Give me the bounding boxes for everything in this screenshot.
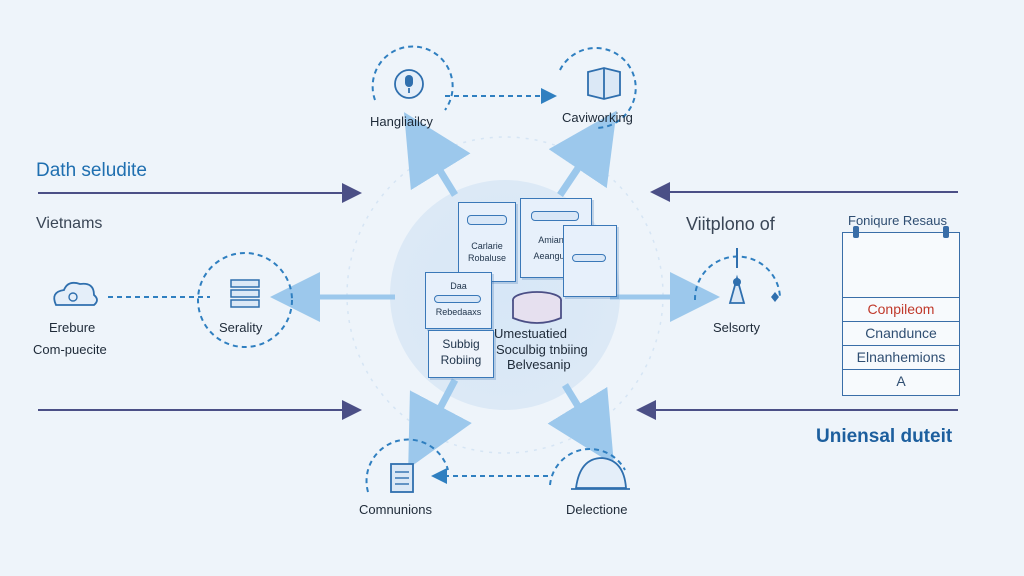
arrow-hub-top-right	[548, 110, 617, 197]
server-icon	[390, 463, 414, 493]
microphone-icon	[394, 69, 424, 99]
card-4-line-2: Robiing	[440, 353, 482, 367]
card-2-line-2: Aeangulaie	[533, 251, 579, 261]
panel-title: Foniqure Resaus	[848, 213, 947, 228]
arrow-hub-top-left	[403, 112, 471, 197]
center-caption-1: Umestuatied	[494, 326, 567, 341]
panel-row-4: A	[843, 369, 959, 392]
ring-top-left	[371, 45, 454, 111]
card-1-line-1: Carlarie	[471, 241, 503, 251]
panel-row-2: Cnandunce	[843, 321, 959, 344]
ring-middle-left	[197, 252, 293, 348]
tower-icon	[728, 248, 746, 304]
ring-bottom-left	[365, 438, 449, 493]
left-subheading: Vietnams	[36, 215, 103, 232]
center-card-1: Carlarie Robaluse	[458, 202, 516, 282]
sparkle-icon	[771, 292, 779, 302]
cube-icon	[587, 67, 621, 100]
resource-panel: Conpileom Cnandunce Elnanhemions A	[842, 226, 960, 396]
label-bottom-right: Delectione	[566, 502, 628, 517]
helmet-icon	[571, 457, 630, 490]
card-1-line-2: Robaluse	[467, 253, 507, 263]
label-top-right: Caviworking	[562, 110, 633, 125]
ring-top-right	[559, 47, 637, 130]
center-caption-3: Belvesanip	[507, 357, 571, 372]
panel-row-3: Elnanhemions	[843, 345, 959, 368]
stack-icon	[230, 279, 260, 308]
arrow-hub-bottom-right	[547, 383, 614, 465]
arrow-hub-bottom-left	[408, 378, 472, 469]
database-icon	[512, 291, 562, 324]
card-4-line-1: Subbig	[442, 337, 480, 351]
cloud-icon	[53, 281, 98, 306]
center-card-side	[563, 225, 617, 297]
left-heading: Dath seludite	[36, 160, 147, 181]
right-footer-heading: Uniensal duteit	[816, 426, 953, 447]
left-node-label-2: Com-puecite	[33, 342, 107, 357]
card-3-line-2: Rebedaaxs	[435, 307, 482, 317]
label-middle-left: Serality	[219, 320, 263, 335]
left-node-label-1: Erebure	[49, 320, 96, 335]
center-card-4: Subbig Robiing	[428, 330, 494, 378]
label-bottom-left: Comnunions	[359, 502, 432, 517]
ring-bottom-right	[549, 448, 626, 486]
card-3-line-1: Daa	[450, 281, 467, 291]
center-card-3: Daa Rebedaaxs	[425, 272, 492, 329]
label-top-left: Hangliailcy	[370, 114, 433, 129]
panel-row-1: Conpileom	[843, 297, 959, 320]
card-2-line-1: Amiande	[538, 235, 574, 245]
center-caption-2: Soculbig tnbiing	[496, 342, 588, 357]
right-heading: Viitplono of	[686, 214, 775, 234]
label-middle-right: Selsorty	[713, 320, 760, 335]
